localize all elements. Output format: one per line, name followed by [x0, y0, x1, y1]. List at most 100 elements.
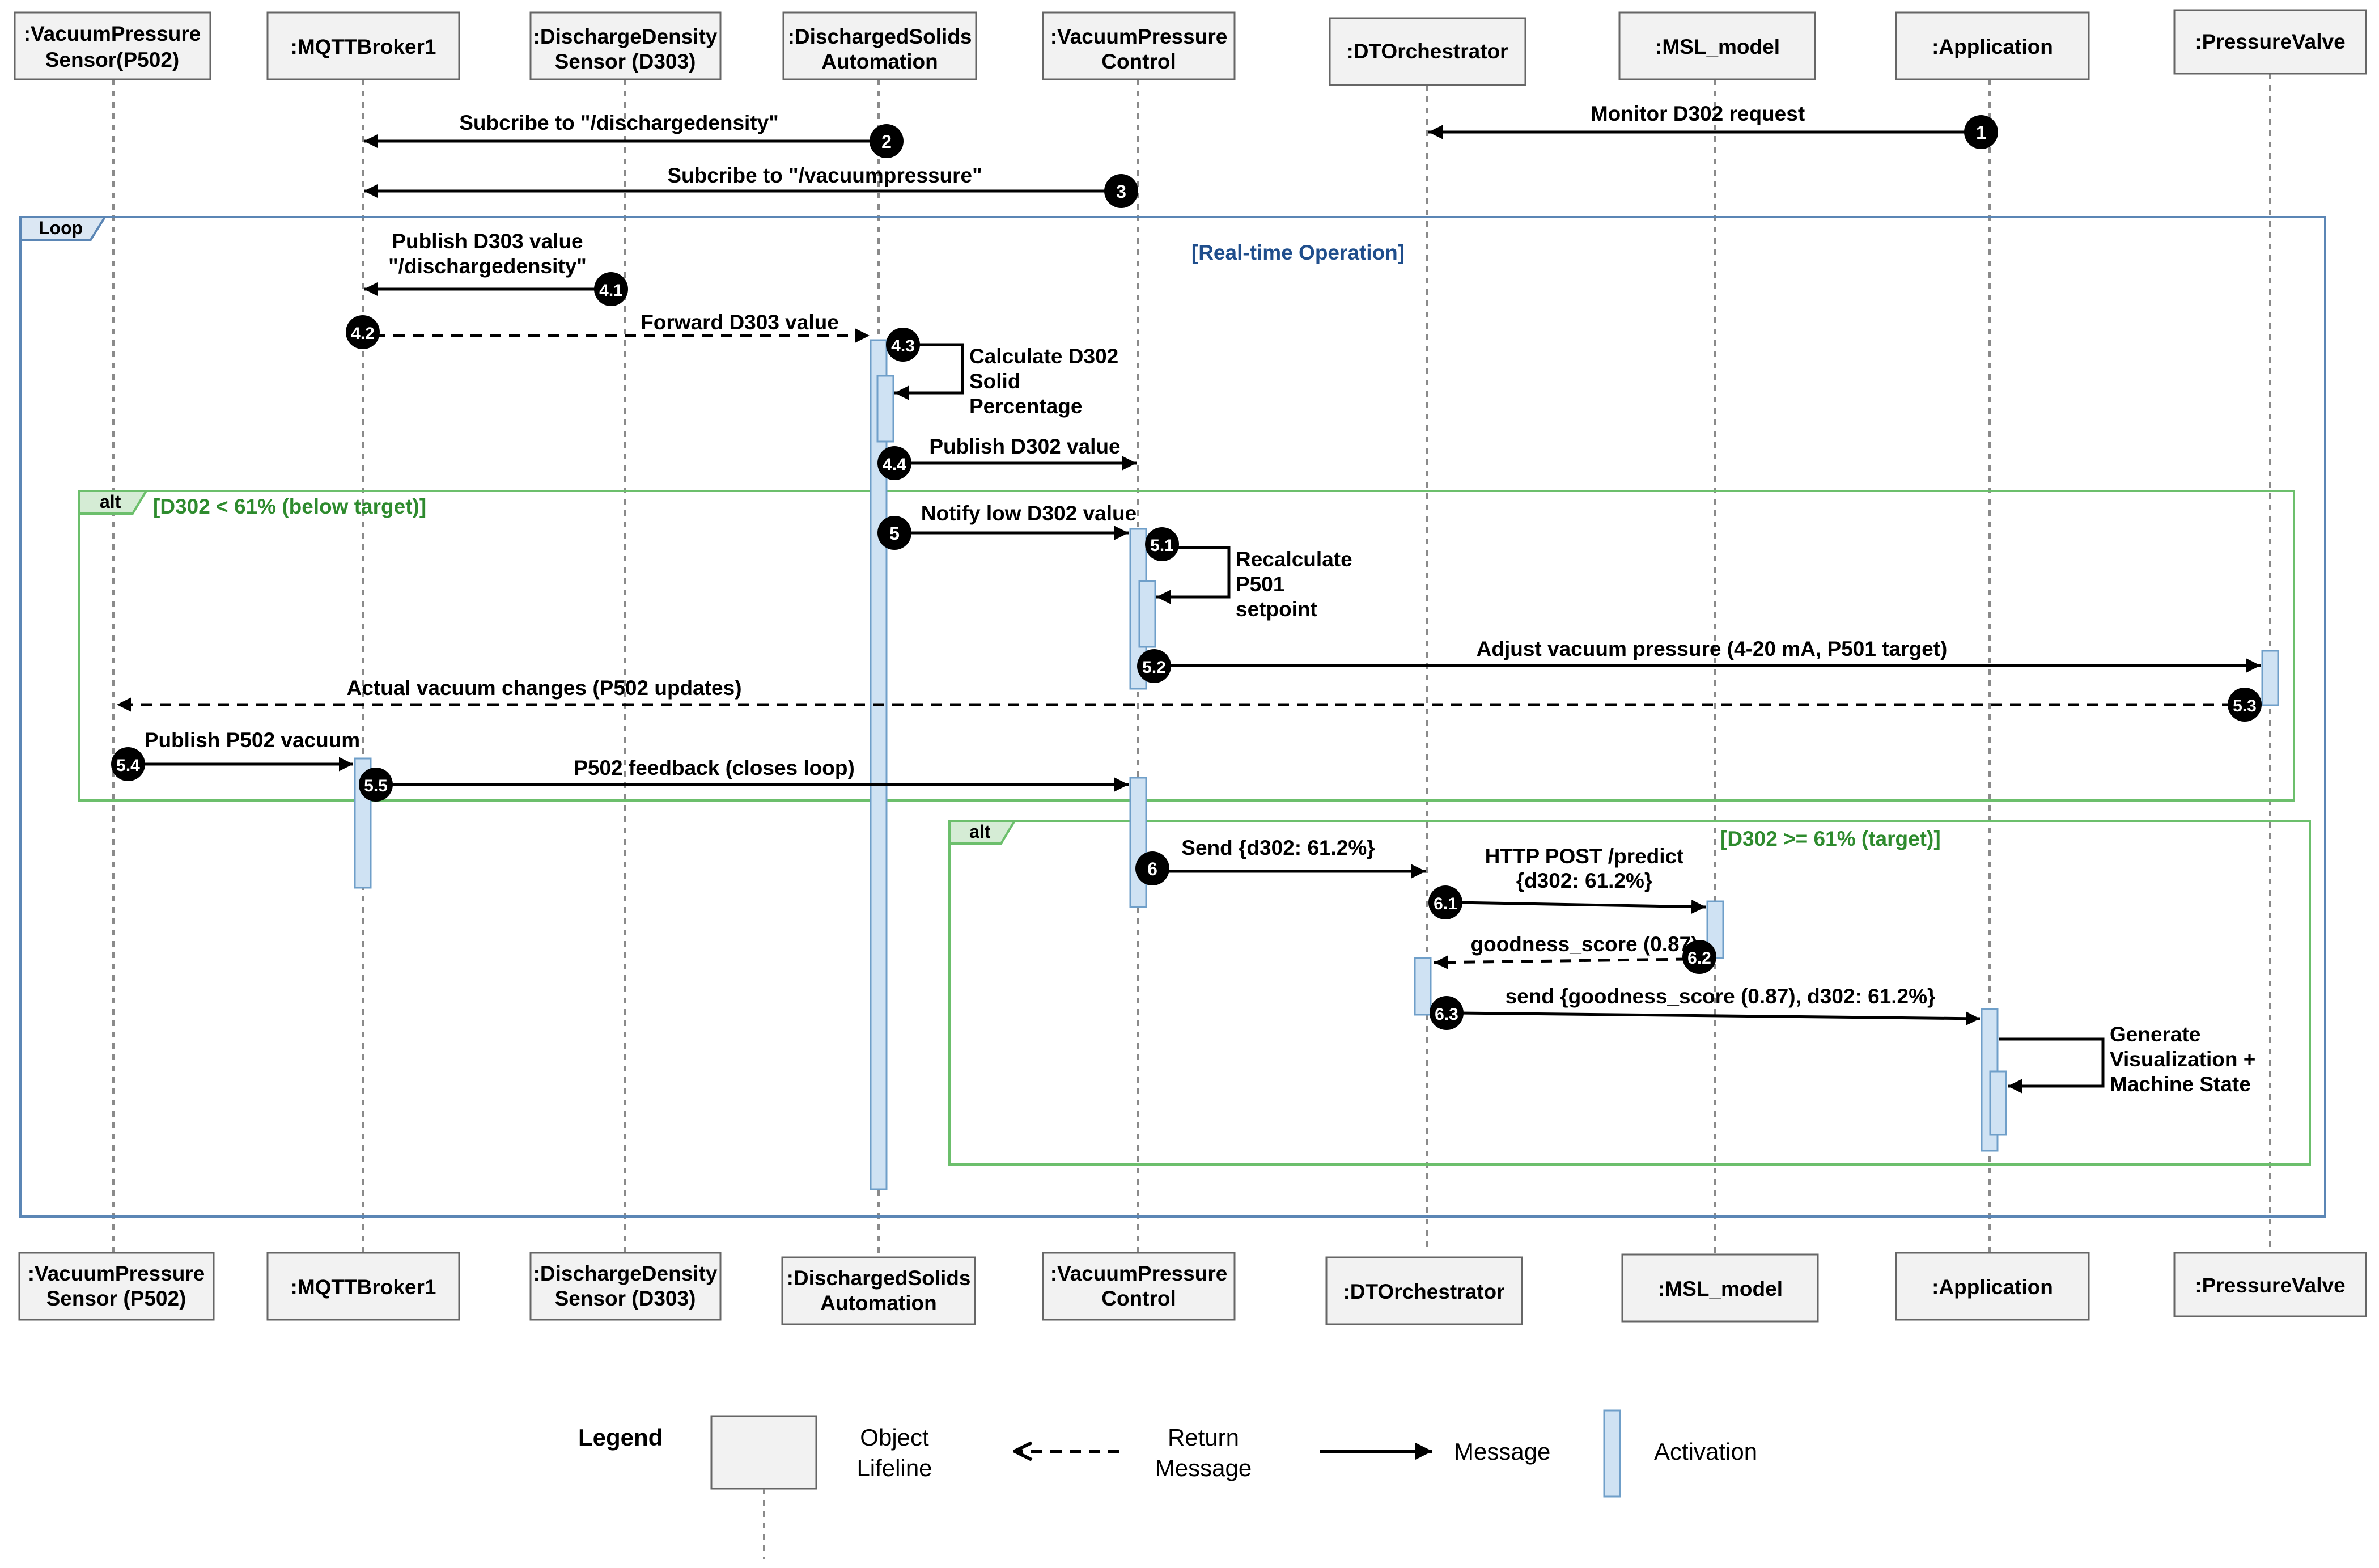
message-6-1-label-line1: HTTP POST /predict	[1485, 845, 1684, 868]
message-5-1-number: 5.1	[1150, 536, 1174, 555]
legend-title: Legend	[578, 1424, 663, 1451]
alt-fragment-below-target: alt [D302 < 61% (below target)]	[78, 490, 2295, 802]
legend-object-label-line1: Object	[860, 1424, 929, 1451]
message-5-1-label-line2: P501	[1236, 573, 1284, 596]
message-5-2-number: 5.2	[1142, 658, 1166, 677]
message-5-label: Notify low D302 value	[921, 502, 1137, 525]
participant-bottom-dsa: :DischargedSolids Automation	[781, 1256, 976, 1325]
alt2-operator: alt	[969, 821, 991, 842]
message-4-3-label-line1: Calculate D302	[969, 345, 1118, 368]
message-4-1-label-line1: Publish D303 value	[392, 230, 583, 253]
participant-top-vpc-line2: Control	[1101, 50, 1176, 73]
messages: Monitor D302 request 1 Subcribe to "/dis…	[111, 102, 2262, 1096]
message-4-3-label-line2: Solid	[969, 370, 1020, 393]
message-4-1: Publish D303 value "/dischargedensity" 4…	[364, 230, 628, 306]
activation-pv	[2261, 650, 2279, 706]
message-3-number: 3	[1116, 181, 1126, 202]
participant-bottom-vps-line2: Sensor (P502)	[46, 1287, 186, 1310]
message-6-label: Send {d302: 61.2%}	[1181, 836, 1375, 859]
participant-bottom-vpc-line2: Control	[1101, 1287, 1176, 1310]
message-6: Send {d302: 61.2%} 6	[1135, 836, 1426, 885]
message-5-3: Actual vacuum changes (P502 updates) 5.3	[117, 676, 2262, 722]
message-5-5: P502 feedback (closes loop) 5.5	[359, 756, 1129, 802]
message-4-4-number: 4.4	[883, 455, 906, 474]
message-6-2-number: 6.2	[1687, 949, 1711, 968]
message-app-self-label-line3: Machine State	[2110, 1073, 2251, 1096]
message-4-1-label-line2: "/dischargedensity"	[388, 255, 587, 278]
participant-top-dsa-line1: :DischargedSolids	[788, 25, 972, 48]
message-5-3-number: 5.3	[2233, 697, 2257, 715]
participant-top-dds: :DischargeDensity Sensor (D303)	[529, 11, 722, 80]
participant-bottom-dto-line1: :DTOrchestrator	[1343, 1280, 1504, 1303]
alt2-guard: [D302 >= 61% (target)]	[1720, 827, 1941, 850]
message-4-3-number: 4.3	[891, 337, 915, 355]
participant-bottom-msl: :MSL_model	[1621, 1253, 1819, 1323]
participant-top-mqtt-line1: :MQTTBroker1	[291, 35, 436, 58]
participant-bottom-vpc-line1: :VacuumPressure	[1050, 1262, 1228, 1285]
message-5: Notify low D302 value 5	[877, 502, 1137, 550]
message-4-2-label: Forward D303 value	[641, 311, 839, 334]
message-5-1: 5.1 Recalculate P501 setpoint	[1145, 527, 1352, 621]
legend-activation-box	[1603, 1409, 1621, 1498]
message-4-2-number: 4.2	[351, 324, 375, 343]
message-5-5-label: P502 feedback (closes loop)	[574, 756, 855, 779]
message-5-1-label-line3: setpoint	[1236, 597, 1317, 621]
participant-top-pv: :PressureValve	[2173, 9, 2367, 75]
message-2: Subcribe to "/dischargedensity" 2	[364, 111, 904, 158]
legend-object-box	[710, 1415, 817, 1490]
loop-operator: Loop	[39, 218, 83, 238]
participant-top-dto-line1: :DTOrchestrator	[1346, 40, 1508, 63]
message-3-label: Subcribe to "/vacuumpressure"	[667, 164, 982, 187]
message-6-number: 6	[1147, 859, 1157, 879]
activation-dsa-self	[876, 375, 894, 443]
participant-top-vps-line1: :VacuumPressure	[24, 22, 201, 45]
message-3: Subcribe to "/vacuumpressure" 3	[364, 164, 1138, 208]
message-4-3: 4.3 Calculate D302 Solid Percentage	[886, 328, 1118, 418]
participant-bottom-mqtt-line1: :MQTTBroker1	[291, 1275, 436, 1299]
participant-top-vps-line2: Sensor(P502)	[45, 48, 180, 71]
legend: Legend Object Lifeline Return Message Me…	[578, 1409, 1757, 1559]
participants-top: :VacuumPressure Sensor(P502) :MQTTBroker…	[14, 9, 2367, 86]
participant-bottom-app: :Application	[1895, 1252, 2090, 1321]
message-6-3-number: 6.3	[1435, 1005, 1458, 1024]
participant-top-msl: :MSL_model	[1618, 11, 1816, 80]
participant-top-dds-line1: :DischargeDensity	[533, 25, 718, 48]
message-6-1-label-line2: {d302: 61.2%}	[1516, 869, 1653, 892]
message-1-label: Monitor D302 request	[1591, 102, 1805, 125]
message-4-4-label: Publish D302 value	[929, 435, 1120, 458]
legend-return-label-line1: Return	[1168, 1424, 1239, 1451]
participants-bottom: :VacuumPressure Sensor (P502) :MQTTBroke…	[18, 1252, 2367, 1325]
participant-top-mqtt: :MQTTBroker1	[266, 11, 460, 80]
message-5-2: Adjust vacuum pressure (4-20 mA, P501 ta…	[1137, 637, 2261, 683]
message-app-self-label-line1: Generate	[2110, 1023, 2200, 1046]
activation-vpc-2	[1129, 777, 1147, 908]
participant-top-app-line1: :Application	[1932, 35, 2053, 58]
alt1-guard: [D302 < 61% (below target)]	[153, 495, 426, 518]
message-5-number: 5	[889, 523, 900, 544]
participant-top-dsa: :DischargedSolids Automation	[782, 11, 977, 80]
participant-bottom-pv: :PressureValve	[2173, 1252, 2367, 1317]
message-1-number: 1	[1976, 122, 1986, 143]
legend-activation-label: Activation	[1654, 1438, 1757, 1465]
participant-top-dds-line2: Sensor (D303)	[555, 50, 696, 73]
participant-bottom-vps: :VacuumPressure Sensor (P502)	[18, 1252, 215, 1321]
message-4-1-number: 4.1	[599, 281, 623, 300]
participant-bottom-mqtt: :MQTTBroker1	[266, 1252, 460, 1321]
message-6-2-label: goodness_score (0.87)	[1471, 933, 1698, 956]
activation-vpc-self	[1138, 580, 1156, 648]
participant-top-dsa-line2: Automation	[821, 50, 938, 73]
participant-bottom-dto: :DTOrchestrator	[1325, 1256, 1523, 1325]
message-4-2: Forward D303 value 4.2	[346, 311, 870, 349]
message-5-1-label-line1: Recalculate	[1236, 548, 1352, 571]
message-5-4-label: Publish P502 vacuum	[145, 728, 360, 752]
participant-bottom-dds: :DischargeDensity Sensor (D303)	[529, 1252, 722, 1321]
legend-message-label: Message	[1454, 1438, 1550, 1465]
message-5-5-number: 5.5	[364, 777, 388, 795]
participant-bottom-dsa-line1: :DischargedSolids	[787, 1266, 971, 1290]
participant-top-vps: :VacuumPressure Sensor(P502)	[14, 11, 211, 80]
message-app-self-label-line2: Visualization +	[2110, 1048, 2255, 1071]
message-2-number: 2	[881, 132, 892, 152]
participant-bottom-vpc: :VacuumPressure Control	[1042, 1252, 1236, 1321]
participant-bottom-dds-line2: Sensor (D303)	[555, 1287, 696, 1310]
activation-dsa-main	[870, 339, 888, 1190]
